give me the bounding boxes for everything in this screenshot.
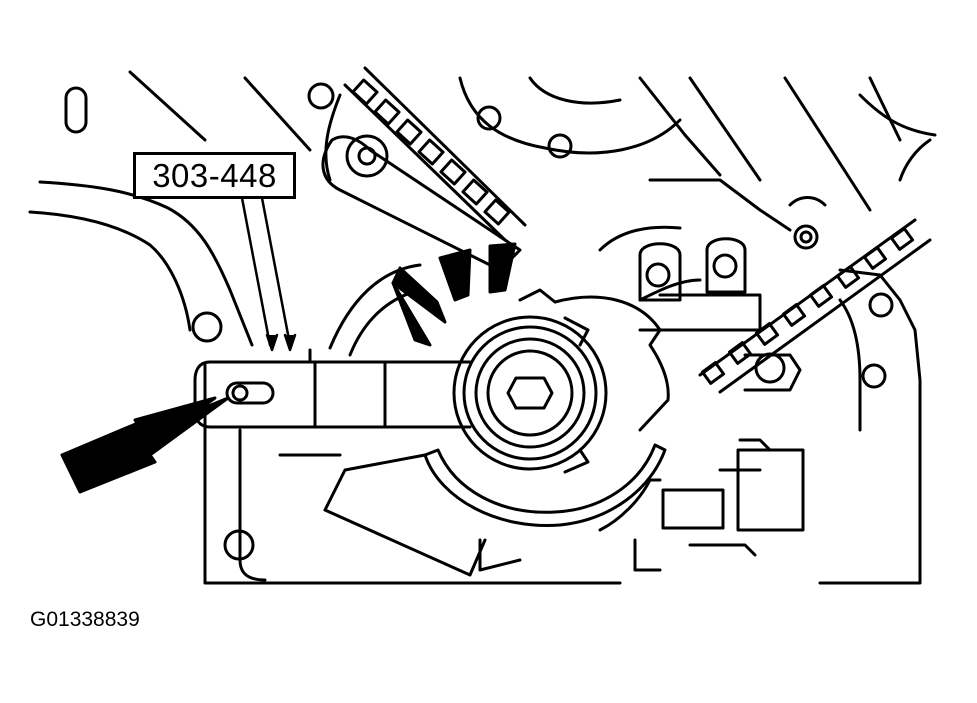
engine-block-outline [28,70,937,585]
figure-id: G01338839 [30,608,140,631]
tensioner-slot [423,443,667,528]
tool-number-label: 303-448 [152,156,277,194]
tool-number-callout: 303-448 [133,152,296,199]
hex-bolt [506,376,554,410]
pin-location-arrow [60,396,230,494]
bolt-holes [64,82,894,561]
timing-chain-left [343,66,527,242]
lower-bracket [278,453,522,577]
tensioner-pulley [452,315,608,474]
callout-leader-lines [240,196,297,352]
tensioner-direction-arrow [391,242,517,347]
tool-303-448 [193,263,472,429]
tensioner-arm [518,288,762,532]
right-brackets [633,352,805,572]
timing-chain-right [698,218,932,394]
